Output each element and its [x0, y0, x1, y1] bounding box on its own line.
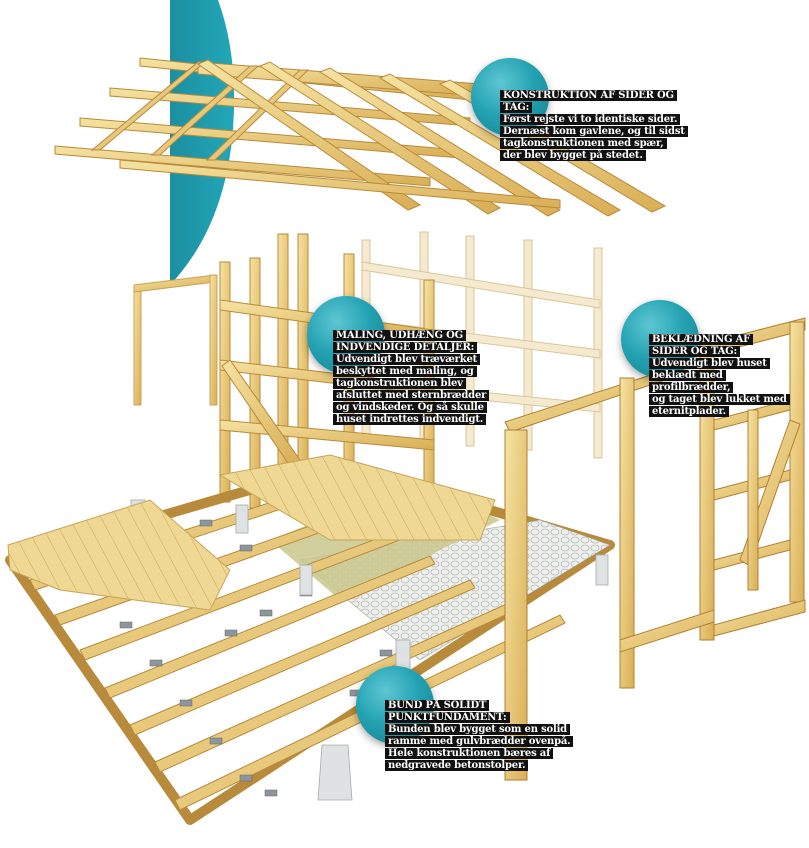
- callout-text: tagkonstruktionen med spær,: [500, 138, 667, 149]
- floor-boards-left: [7, 499, 231, 611]
- callout-title: BUND PÅ SOLIDT: [385, 700, 490, 711]
- callout-title: INDVENDIGE DETALJER:: [333, 342, 478, 353]
- floor-boards-center: [218, 454, 496, 541]
- callout-text: Bunden blev bygget som en solid: [385, 724, 570, 735]
- callout-title: PUNKTFUNDAMENT:: [385, 712, 510, 723]
- callout-text: huset indrettes indvendigt.: [333, 414, 487, 425]
- callout-title: SIDER OG TAG:: [649, 346, 741, 357]
- callout-text: beklædt med profilbrædder,: [649, 370, 734, 393]
- callout-text: beskyttet med maling, og: [333, 366, 477, 377]
- callout-title: BEKLÆDNING AF: [649, 334, 754, 345]
- callout-text: Dernæst kom gavlene, og til sidst: [500, 126, 688, 137]
- roof-truss-assembly: [54, 57, 667, 217]
- callout-title: KONSTRUKTION AF SIDER OG TAG:: [500, 90, 677, 113]
- callout-text: nedgravede betonstolper.: [385, 760, 529, 771]
- callout-text: eternitplader.: [649, 406, 729, 417]
- callout-text: der blev bygget på stedet.: [500, 150, 646, 161]
- callout-text: og vindskeder. Og så skulle: [333, 402, 487, 413]
- callout-text: Hele konstruktionen bæres af: [385, 748, 554, 759]
- callout-text: afsluttet med sternbrædder: [333, 390, 490, 401]
- callout-text: Først rejste vi to identiske sider.: [500, 114, 681, 125]
- left-gable-frame: [133, 274, 218, 406]
- callout-text: tagkonstruktionen blev: [333, 378, 466, 389]
- callout-text: og taget blev lukket med: [649, 394, 790, 405]
- callout-title: MALING, UDHÆNG OG: [333, 330, 467, 341]
- callout-text: Udvendigt blev træværket: [333, 354, 481, 365]
- callout-text: ramme med gulvbrædder ovenpå.: [385, 736, 574, 747]
- callout-text: Udvendigt blev huset: [649, 358, 770, 369]
- front-wall-frame: [504, 317, 806, 781]
